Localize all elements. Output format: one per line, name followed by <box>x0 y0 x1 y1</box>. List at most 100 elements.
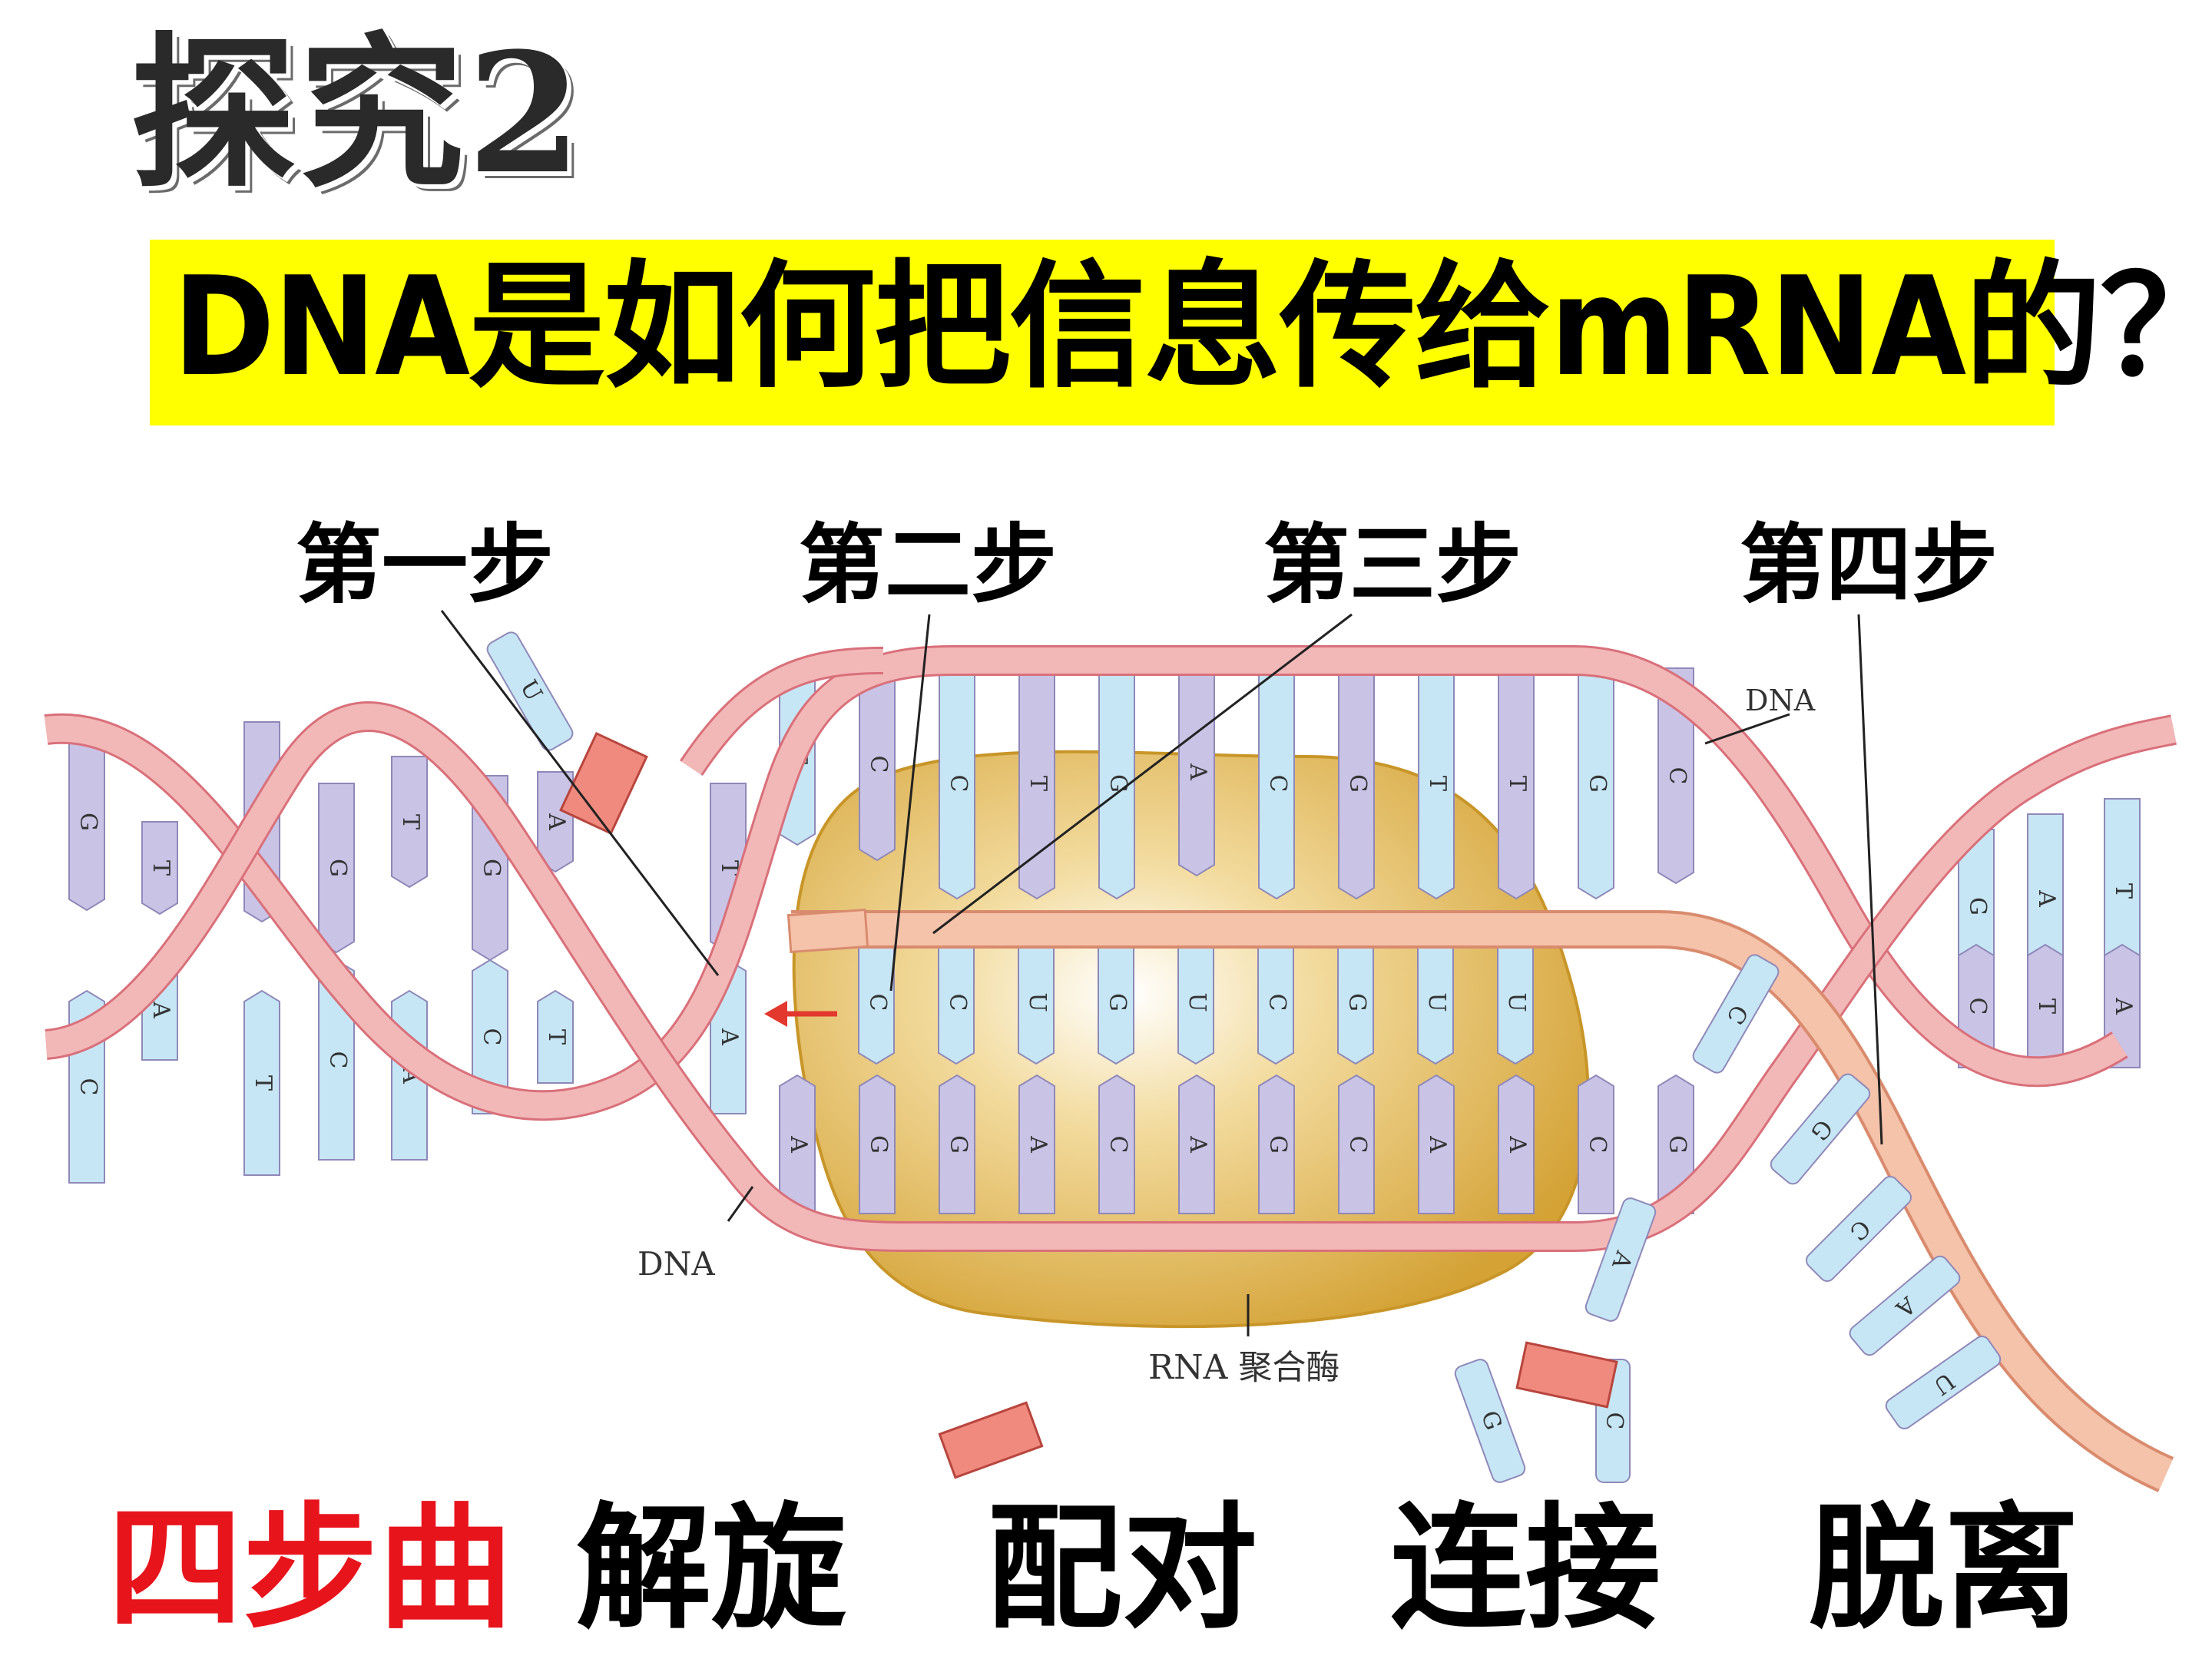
left-top-base-7-letter: T <box>716 860 743 876</box>
dna-label-bottom: DNA <box>637 1245 715 1283</box>
bubble-bottom-base-11-letter: G <box>1664 1135 1690 1154</box>
step-2-leader-line <box>889 614 931 992</box>
free-nucleotide-0: U <box>486 631 574 751</box>
rna-base-0: C <box>858 940 895 1065</box>
left-bottom-base-1-letter: A <box>147 1001 174 1018</box>
bubble-bottom-base-2-block <box>939 1074 975 1214</box>
left-top-base-6: A <box>537 771 574 873</box>
free-nucleotide-8: G <box>1454 1359 1526 1483</box>
triphosphate-block-0 <box>559 731 648 836</box>
phase-title: 四步曲 <box>108 1490 514 1647</box>
bubble-bottom-base-11: G <box>1657 1074 1694 1214</box>
bubble-top-base-1-letter: C <box>865 756 892 773</box>
step-4-label: 第四步 <box>1740 515 1998 615</box>
bubble-bottom-base-8-block <box>1418 1074 1455 1214</box>
bubble-top-ribbon <box>680 647 884 776</box>
bubble-bottom-base-9-letter: A <box>1504 1135 1531 1153</box>
left-top-base-0-letter: G <box>75 813 101 831</box>
right-top-base-2-letter: T <box>2110 883 2137 899</box>
rna-base-7-letter: U <box>1423 992 1450 1012</box>
rna-base-2-letter: U <box>1024 992 1051 1012</box>
free-nucleotide-0-body <box>486 631 574 751</box>
rna-base-6: G <box>1337 940 1374 1065</box>
left-top-base-4-letter: T <box>397 814 424 830</box>
left-bottom-base-2-letter: T <box>250 1075 276 1091</box>
rna-base-5-letter: C <box>1263 994 1290 1012</box>
left-top-base-1-letter: T <box>147 860 174 876</box>
left-top-base-3: G <box>318 783 355 954</box>
bubble-top-base-11-block <box>1657 667 1694 885</box>
rna-base-3: G <box>1098 940 1134 1065</box>
bubble-top-base-9: T <box>1498 667 1535 900</box>
bubble-top-base-7-letter: G <box>1344 774 1371 793</box>
bubble-bottom-base-5-letter: A <box>1184 1135 1211 1153</box>
left-bottom-base-5-letter: C <box>478 1028 505 1046</box>
dna-bottom-leader-line <box>727 1186 754 1222</box>
bubble-bottom-base-10: C <box>1578 1074 1614 1214</box>
bubble-bottom-base-8: A <box>1418 1074 1455 1214</box>
bubble-top-base-11-letter: C <box>1664 767 1690 785</box>
left-bottom-base-6-block <box>537 989 574 1084</box>
bubble-bottom-base-9-block <box>1498 1074 1535 1214</box>
rna-base-1: C <box>938 940 975 1065</box>
step-2-label: 第二步 <box>799 515 1057 615</box>
bubble-bottom-base-0-letter: A <box>785 1135 812 1153</box>
rna-base-0-letter: C <box>864 994 891 1012</box>
step-4-leader-line <box>1857 614 1883 1145</box>
bubble-top-base-5-letter: A <box>1184 763 1211 780</box>
free-nucleotide-6-body <box>1885 1336 2002 1429</box>
left-top-base-1: T <box>141 821 178 916</box>
bubble-top-base-10: G <box>1578 667 1614 900</box>
page-heading: 探究2 <box>131 16 585 210</box>
left-top-base-1-block <box>141 821 178 916</box>
dna-strand-b <box>44 701 2177 1252</box>
bubble-bottom-base-2: G <box>939 1074 975 1214</box>
rna-base-6-letter: G <box>1343 993 1370 1012</box>
free-nucleotide-4-body <box>1806 1176 1912 1282</box>
dna-strand-b-fill <box>45 704 2177 1250</box>
leader-lines <box>440 610 1883 1336</box>
bubble-bottom-base-7: C <box>1338 1074 1375 1214</box>
bubble-top-base-4-letter: G <box>1104 774 1131 793</box>
step-1-leader-line <box>440 610 720 976</box>
bubble-bottom-base-8-letter: A <box>1424 1135 1451 1153</box>
left-top-base-6-letter: A <box>543 813 570 830</box>
bubble-bottom-base-4-block <box>1098 1074 1135 1214</box>
bubble-bottom-base-4-letter: C <box>1104 1136 1131 1154</box>
bubble-bottom-base-5-block <box>1178 1074 1215 1214</box>
rna-strand-layer <box>786 908 2174 1492</box>
step-1-label: 第一步 <box>296 515 554 615</box>
free-nucleotide-6: U <box>1885 1336 2002 1429</box>
free-nucleotide-2: C <box>1692 954 1780 1074</box>
right-bottom-base-2-letter: A <box>2110 997 2137 1015</box>
left-bottom-base-2: T <box>243 989 280 1176</box>
bubble-top-base-6: C <box>1258 667 1295 900</box>
right-bottom-base-1: T <box>2027 943 2064 1068</box>
triphosphate-block-2 <box>938 1401 1044 1479</box>
bubble-bottom-base-6-block <box>1258 1074 1295 1214</box>
direction-arrow <box>764 1001 837 1027</box>
bubble-bottom-base-5: A <box>1178 1074 1215 1214</box>
dna-strand-a <box>44 645 2128 1121</box>
free-nucleotide-7-letter: C <box>1601 1412 1628 1430</box>
right-bottom-base-1-block <box>2027 943 2064 1068</box>
bubble-bottom-base-3: A <box>1018 1074 1055 1214</box>
free-nucleotide-5-body <box>1849 1255 1961 1356</box>
free-nucleotide-2-body <box>1692 954 1780 1074</box>
left-top-base-3-block <box>318 783 355 954</box>
rna-polymerase-label: RNA 聚合酶 <box>1148 1348 1339 1387</box>
bubble-top-base-10-letter: G <box>1584 774 1611 793</box>
rna-base-3-letter: G <box>1104 993 1131 1012</box>
bubble-bottom-base-6: G <box>1258 1074 1295 1214</box>
left-bottom-base-6: T <box>537 989 574 1084</box>
bubble-bottom-base-3-block <box>1018 1074 1055 1214</box>
left-bottom-base-6-letter: T <box>543 1029 570 1045</box>
left-bottom-base-3-letter: C <box>324 1051 351 1069</box>
bubble-bottom-base-7-block <box>1338 1074 1375 1214</box>
phase-linking: 连接 <box>1390 1490 1661 1647</box>
bubble-bottom-base-2-letter: G <box>945 1135 972 1154</box>
left-top-base-6-block <box>537 771 574 873</box>
left-top-base-0: G <box>68 733 105 912</box>
right-top-base-1-letter: A <box>2033 889 2060 907</box>
